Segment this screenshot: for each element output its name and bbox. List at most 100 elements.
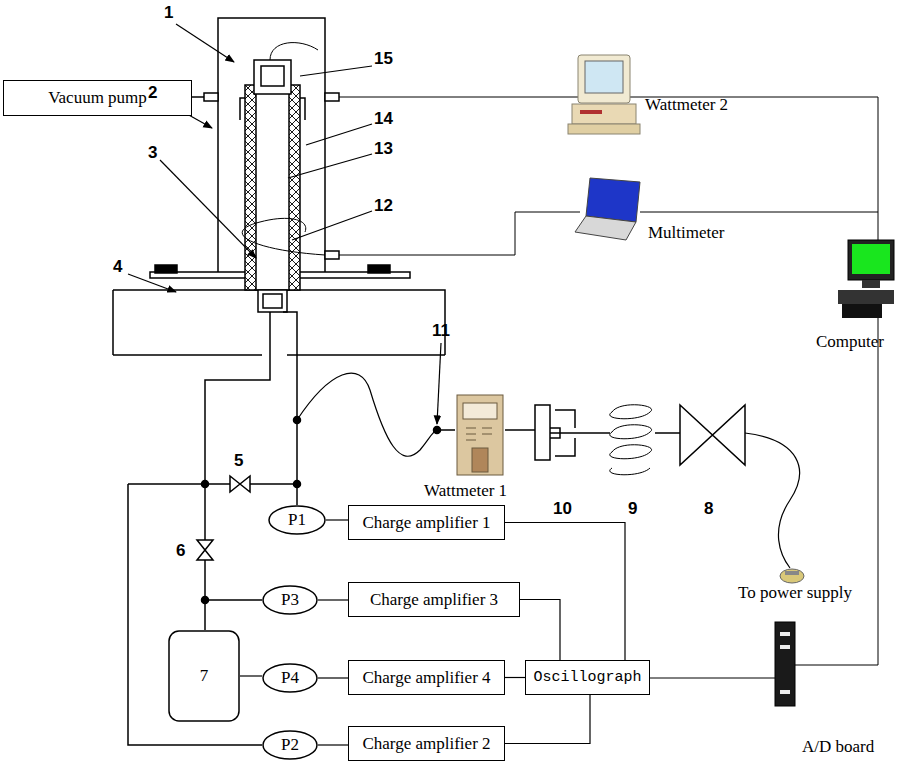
- callout-number: 12: [374, 197, 393, 214]
- node-text: Vacuum pump: [48, 88, 147, 108]
- signal-wire: [795, 318, 878, 665]
- node-text: Charge amplifier 4: [362, 668, 490, 688]
- voltage-regulator: [680, 405, 745, 465]
- gas-line: [283, 312, 297, 484]
- oscillograph-box: Oscillograph: [525, 660, 650, 695]
- top-cap-inner: [261, 66, 284, 86]
- ad-board-icon: [775, 622, 795, 706]
- device-name: Computer: [816, 333, 884, 350]
- pressure-sensor: P2: [262, 730, 318, 760]
- connector-line: [505, 677, 525, 678]
- power-plug: [780, 569, 804, 583]
- stabilizer: [535, 405, 590, 460]
- top-cap: [254, 60, 291, 94]
- gas-line: [205, 312, 270, 484]
- device-name: To power supply: [738, 584, 852, 601]
- connector-line: [326, 519, 348, 520]
- connector-line: [505, 523, 625, 661]
- node-text: P3: [281, 590, 299, 610]
- connector-line: [318, 677, 348, 678]
- node-text: P1: [288, 510, 306, 530]
- amplifier-box: Charge amplifier 4: [348, 660, 505, 695]
- callout-number: 2: [148, 84, 157, 101]
- optical-fibre: [297, 373, 437, 456]
- signal-wire: [339, 212, 878, 255]
- connector-line: [505, 695, 590, 744]
- pump-box: Vacuum pump: [3, 80, 192, 116]
- device-name: A/D board: [802, 738, 874, 755]
- wire: [270, 43, 318, 60]
- signal-wire: [650, 678, 775, 679]
- callout-number: 10: [553, 500, 572, 517]
- node-text: P2: [281, 735, 299, 755]
- gas-line: [205, 599, 262, 601]
- node-text: Charge amplifier 1: [362, 513, 490, 533]
- valve: [197, 540, 213, 560]
- node-text: P4: [281, 668, 299, 688]
- sample-rod: [256, 85, 289, 290]
- port: [204, 93, 218, 101]
- bottom-connector-inner: [263, 294, 282, 308]
- wire: [437, 429, 455, 431]
- node-text: Charge amplifier 2: [362, 734, 490, 754]
- wire: [655, 432, 680, 434]
- callout-number: 9: [628, 500, 637, 517]
- port: [325, 251, 339, 259]
- callout-number: 11: [432, 322, 450, 339]
- gas-vessel: 7: [168, 630, 240, 722]
- wire: [242, 218, 325, 255]
- valve: [230, 476, 250, 492]
- callout-number: 6: [176, 542, 185, 559]
- connector-line: [240, 675, 262, 676]
- node-text: Charge amplifier 3: [370, 590, 498, 610]
- stabilizer: [555, 410, 575, 456]
- node-text: Oscillograph: [533, 669, 641, 686]
- wattmeter-icon: [457, 395, 503, 475]
- sensor-outline: [262, 663, 318, 693]
- callout-number: 15: [374, 50, 393, 67]
- pipe: [192, 96, 204, 98]
- computer-icon: [838, 240, 894, 318]
- sensor-outline: [268, 505, 326, 535]
- device-name: Wattmeter 1: [424, 482, 507, 499]
- heater-sleeve: [245, 85, 300, 290]
- seal: [155, 265, 177, 273]
- amplifier-box: Charge amplifier 2: [348, 726, 505, 761]
- sensor-outline: [262, 585, 318, 615]
- signal-wire: [339, 97, 878, 240]
- power-cord: [745, 433, 800, 568]
- clamp: [240, 98, 305, 120]
- multimeter-icon: [575, 178, 640, 240]
- bottom-connector: [258, 290, 287, 312]
- callout-number: 8: [704, 500, 713, 517]
- device-name: Wattmeter 2: [645, 96, 728, 113]
- node-text: 7: [200, 666, 209, 686]
- connector-line: [318, 599, 348, 600]
- seal: [368, 265, 390, 273]
- amplifier-box: Charge amplifier 1: [348, 505, 505, 540]
- callout-number: 14: [374, 110, 393, 127]
- pressure-sensor: P4: [262, 663, 318, 693]
- vessel-outline: [168, 630, 240, 722]
- transformer-coil: [610, 405, 652, 475]
- callout-number: 5: [234, 452, 243, 469]
- wire: [505, 429, 535, 431]
- gas-line: [128, 484, 297, 745]
- callout-number: 3: [148, 144, 157, 161]
- wire: [590, 432, 610, 434]
- pressure-sensor: P1: [268, 505, 326, 535]
- port: [325, 93, 339, 101]
- sensor-outline: [262, 730, 318, 760]
- wattmeter-icon: [568, 55, 640, 134]
- table: [113, 290, 445, 355]
- callout-number: 13: [374, 140, 393, 157]
- callout-number: 1: [164, 4, 173, 21]
- callout-number: 4: [113, 258, 122, 275]
- amplifier-box: Charge amplifier 3: [348, 582, 520, 617]
- device-name: Multimeter: [648, 224, 724, 241]
- pressure-sensor: P3: [262, 585, 318, 615]
- connector-line: [318, 744, 348, 745]
- connector-line: [520, 600, 560, 661]
